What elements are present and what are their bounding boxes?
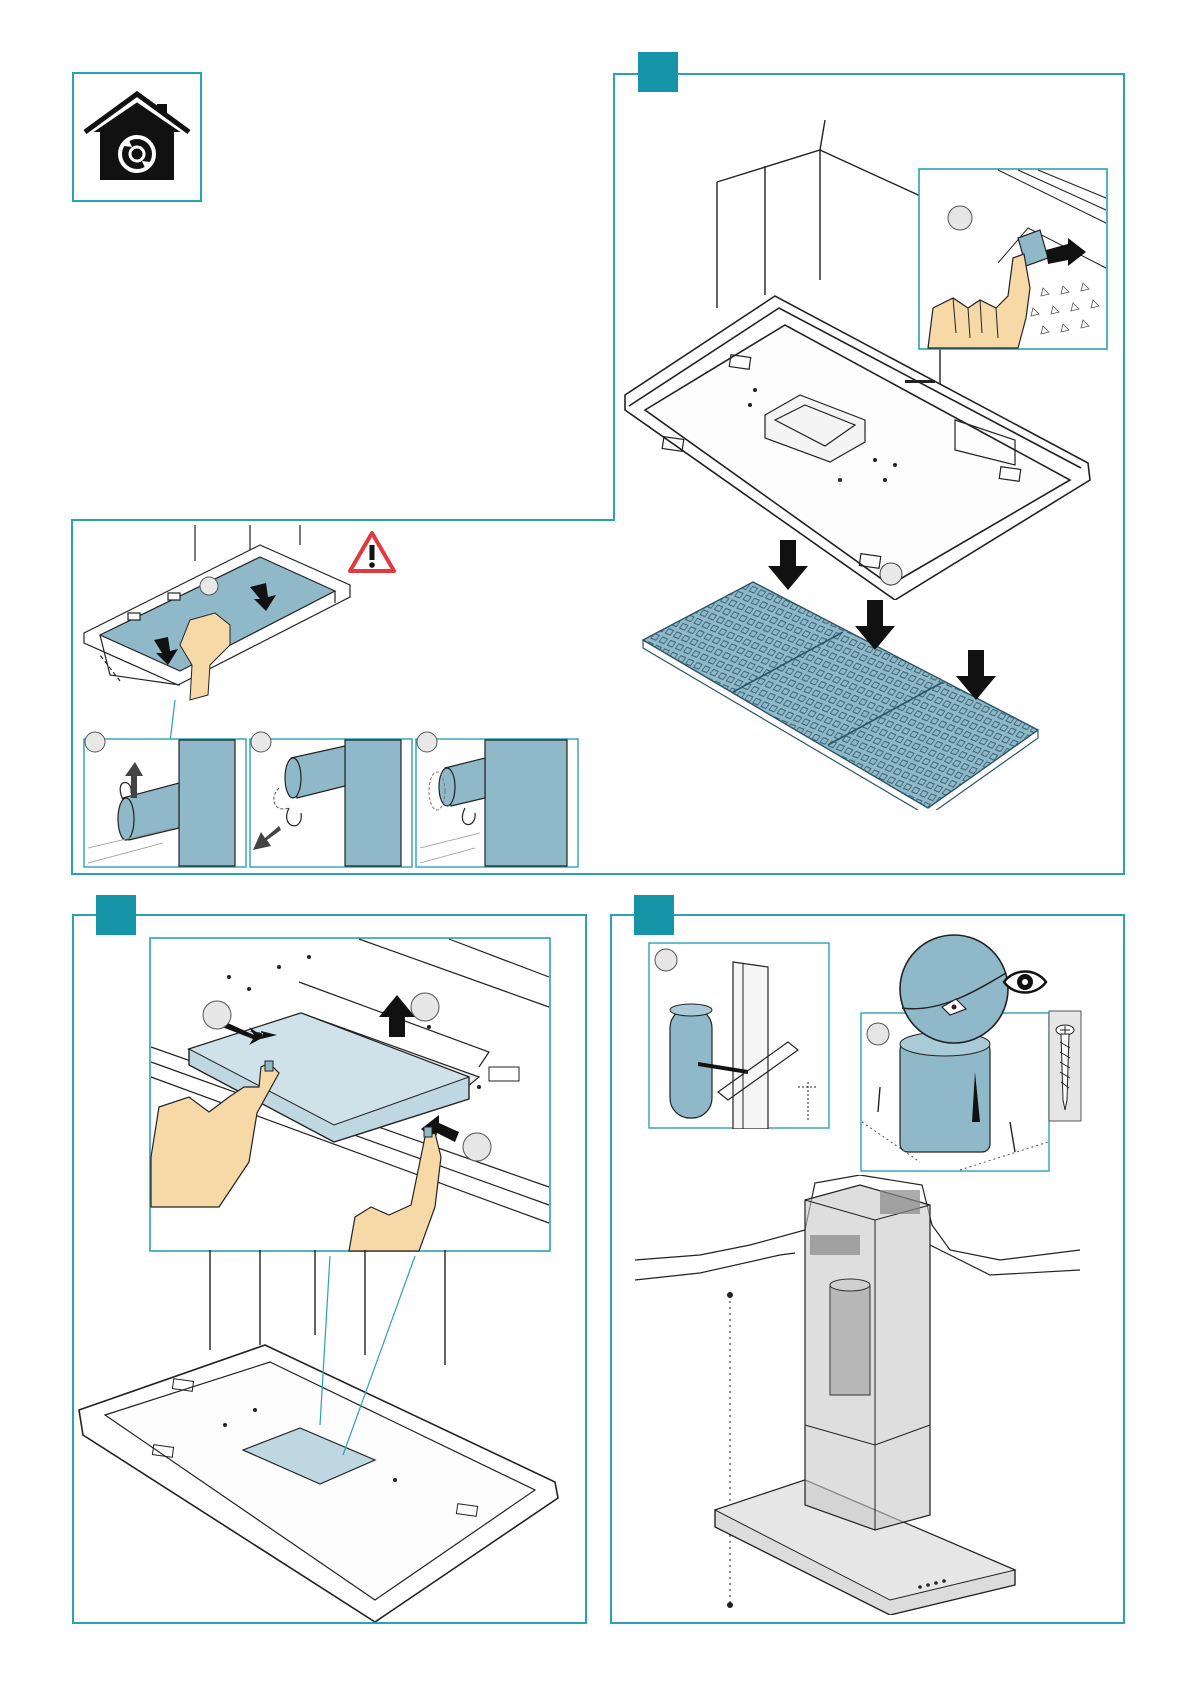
step-badge-3 [634,895,674,935]
step-marker-a [83,730,107,754]
filter-release-illustration [80,525,380,715]
warning-triangle-icon [347,530,397,574]
hood-deflector-location-illustration [75,1250,585,1622]
deflector-removal-inset [149,937,551,1252]
eye-icon [1000,962,1050,1002]
magnified-tab-detail [898,933,1010,1045]
step-marker-b [249,730,273,754]
latch-step-3-inset [415,738,579,868]
chimney-hood-illustration [630,1175,1110,1615]
down-arrows [760,540,1020,710]
step-badge-1 [638,52,678,92]
cartridge-mount-inset [648,942,830,1129]
latch-step-2-inset [249,738,413,868]
step-marker-c [415,730,439,754]
latch-step-1-inset [83,738,247,868]
button-press-detail-inset [918,168,1108,350]
screw-icon [1048,1010,1082,1122]
step-badge-2 [96,895,136,935]
